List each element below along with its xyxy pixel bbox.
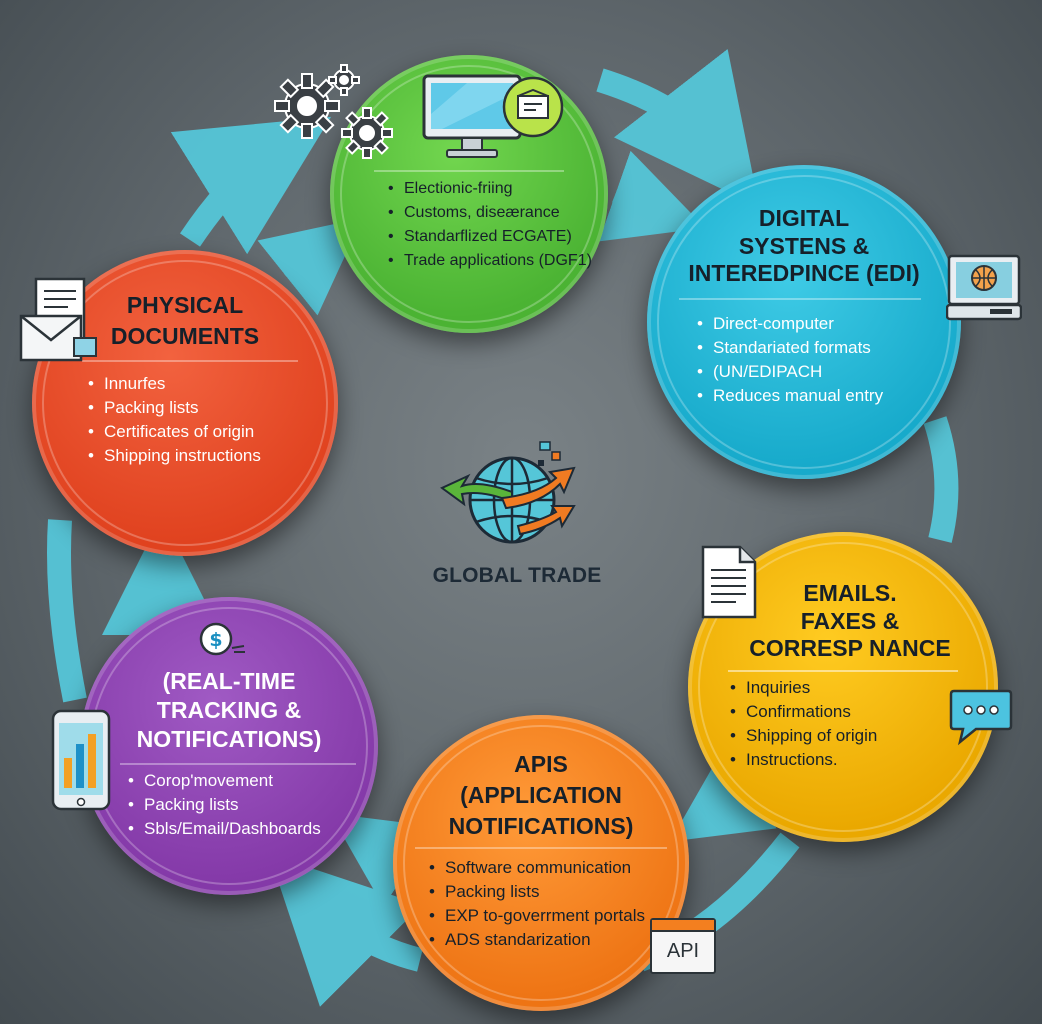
arrow-orange-to-purple-mid [330, 813, 437, 907]
chat-bubble-icon [949, 689, 1013, 746]
list-item: Packing lists [128, 793, 321, 817]
arrow-red-to-green [170, 116, 332, 255]
center-label: GLOBAL TRADE [432, 564, 602, 587]
node-emails-title: EMAILS. FAXES & CORRESP NANCE [749, 580, 951, 662]
list-item: Instructions. [730, 748, 877, 772]
node-apis-title: APIS (APPLICATION NOTIFICATIONS) [448, 751, 634, 839]
list-item: Sbls/Email/Dashboards [128, 817, 321, 841]
list-item: Reduces manual entry [697, 384, 883, 408]
svg-text:$: $ [209, 629, 222, 651]
list-item: Electionic-friing [388, 177, 592, 201]
list-item: Confirmations [730, 700, 877, 724]
node-digital: DIGITAL SYSTENS & INTEREDPINCE (EDI) Dir… [647, 165, 961, 479]
list-item: Trade applications (DGF1) [388, 249, 592, 273]
api-window-icon: API [650, 918, 716, 974]
node-electronic-list: Electionic-friing Customs, diseærance St… [388, 177, 592, 273]
arrow-left-vertical [47, 519, 87, 703]
node-digital-list: Direct-computer Standariated formats (UN… [697, 312, 883, 408]
arrow-green-to-cyan-inner [598, 150, 706, 242]
list-item: Customs, diseærance [388, 201, 592, 225]
list-item: Shipping of origin [730, 724, 877, 748]
list-item: Software communication [429, 856, 645, 880]
node-tracking-list: Corop'movement Packing lists Sbls/Email/… [128, 769, 321, 841]
api-badge-label: API [666, 940, 700, 962]
dollar-coin-icon: $ [199, 622, 245, 656]
list-item: Standariated formats [697, 336, 883, 360]
node-emails: EMAILS. FAXES & CORRESP NANCE Inquiries … [688, 532, 998, 842]
node-apis-list: Software communication Packing lists EXP… [429, 856, 645, 952]
node-divider [120, 763, 356, 765]
document-badge-icon [502, 76, 564, 138]
list-item: Certificates of origin [88, 420, 261, 444]
list-item: Inquiries [730, 676, 877, 700]
node-emails-list: Inquiries Confirmations Shipping of orig… [730, 676, 877, 772]
node-digital-title: DIGITAL SYSTENS & INTEREDPINCE (EDI) [688, 205, 920, 287]
arrow-orange-to-purple-low [269, 854, 424, 1007]
list-item: EXP to-goverrment portals [429, 904, 645, 928]
node-apis: APIS (APPLICATION NOTIFICATIONS) Softwar… [393, 715, 689, 1011]
globe-arrows-icon [440, 441, 576, 544]
node-divider [82, 360, 298, 362]
list-item: Standarflized ECGATE) [388, 225, 592, 249]
api-window-titlebar [652, 920, 714, 932]
node-divider [679, 298, 921, 300]
list-item: Packing lists [429, 880, 645, 904]
computer-monitor-icon [422, 74, 522, 158]
list-item: Innurfes [88, 372, 261, 396]
node-divider [728, 670, 958, 672]
smartphone-chart-icon [51, 709, 111, 811]
list-item: Packing lists [88, 396, 261, 420]
gears-icon [274, 64, 393, 159]
node-physical-title: PHYSICAL DOCUMENTS [110, 292, 260, 349]
arrow-cyan-to-yellow [923, 416, 959, 543]
list-item: Direct-computer [697, 312, 883, 336]
node-physical-list: Innurfes Packing lists Certificates of o… [88, 372, 261, 468]
node-tracking-title: (REAL-TIME TRACKING & NOTIFICATIONS) [136, 668, 322, 752]
arrow-red-to-green-inner [257, 218, 363, 316]
node-tracking: (REAL-TIME TRACKING & NOTIFICATIONS) Cor… [80, 597, 378, 895]
list-item: Shipping instructions [88, 444, 261, 468]
arrow-green-to-cyan [596, 48, 760, 207]
node-divider [415, 847, 667, 849]
list-item: Corop'movement [128, 769, 321, 793]
list-item: ADS standarization [429, 928, 645, 952]
list-item: (UN/EDIPACH [697, 360, 883, 384]
envelope-document-icon [19, 277, 97, 362]
node-divider [374, 170, 564, 172]
document-icon [701, 545, 757, 619]
laptop-globe-icon [946, 254, 1022, 321]
